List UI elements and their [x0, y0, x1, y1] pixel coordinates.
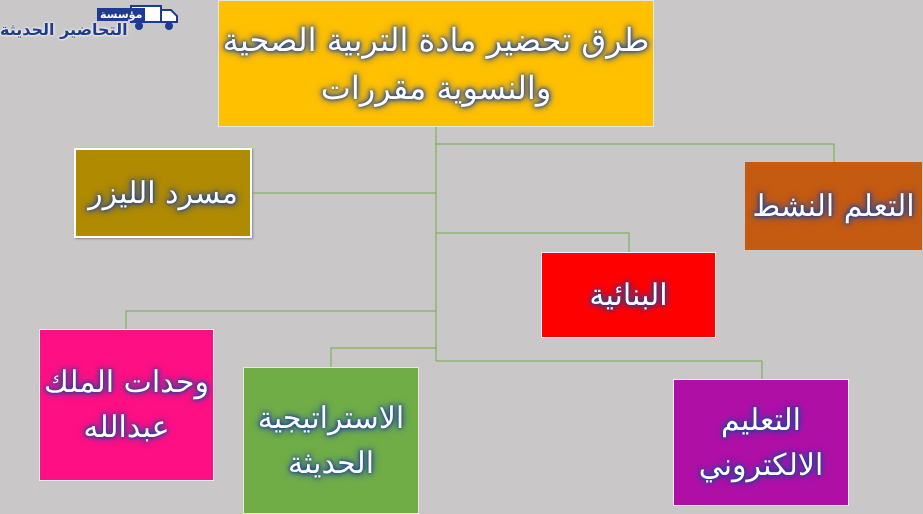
logo-top-text: مؤسسة [97, 8, 146, 21]
node-constructivism: البنائية [541, 252, 716, 338]
node-active-learning-label: التعلم النشط [752, 188, 915, 224]
truck-icon [125, 5, 178, 30]
node-e-learning: التعليم الالكتروني [673, 379, 849, 506]
node-e-learning-label: الالكتروني [698, 447, 824, 483]
node-king-abdullah-units-label: عبدالله [83, 410, 170, 445]
node-king-abdullah-units-label: وحدات الملك [44, 365, 209, 400]
connector-king-units [125, 310, 436, 329]
title-line: والنسوية مقررات [320, 68, 552, 107]
node-laser: مسرد الليزر [74, 148, 252, 238]
connector-active-learning [436, 143, 835, 162]
node-modern-strategies-label: الحديثة [287, 445, 375, 481]
title-line: طرق تحضير مادة التربية الصحية [222, 20, 650, 59]
connector-constructivism [436, 232, 630, 252]
node-laser-label: مسرد الليزر [88, 175, 238, 211]
node-king-abdullah-units: وحدات الملك عبدالله [39, 329, 214, 481]
node-modern-strategies-label: الاستراتيجية [257, 400, 405, 436]
node-modern-strategies: الاستراتيجية الحديثة [243, 367, 419, 514]
title-box: طرق تحضير مادة التربية الصحية والنسوية م… [218, 0, 654, 127]
connector-elearning [436, 360, 763, 379]
connector-strategy [330, 347, 436, 367]
organization-logo: مؤسسة التحاضير الحديثة [0, 0, 182, 44]
node-e-learning-label: التعليم [721, 402, 801, 438]
logo-main-text: التحاضير الحديثة [0, 20, 128, 39]
node-constructivism-label: البنائية [589, 277, 668, 313]
node-active-learning: التعلم النشط [745, 162, 922, 250]
